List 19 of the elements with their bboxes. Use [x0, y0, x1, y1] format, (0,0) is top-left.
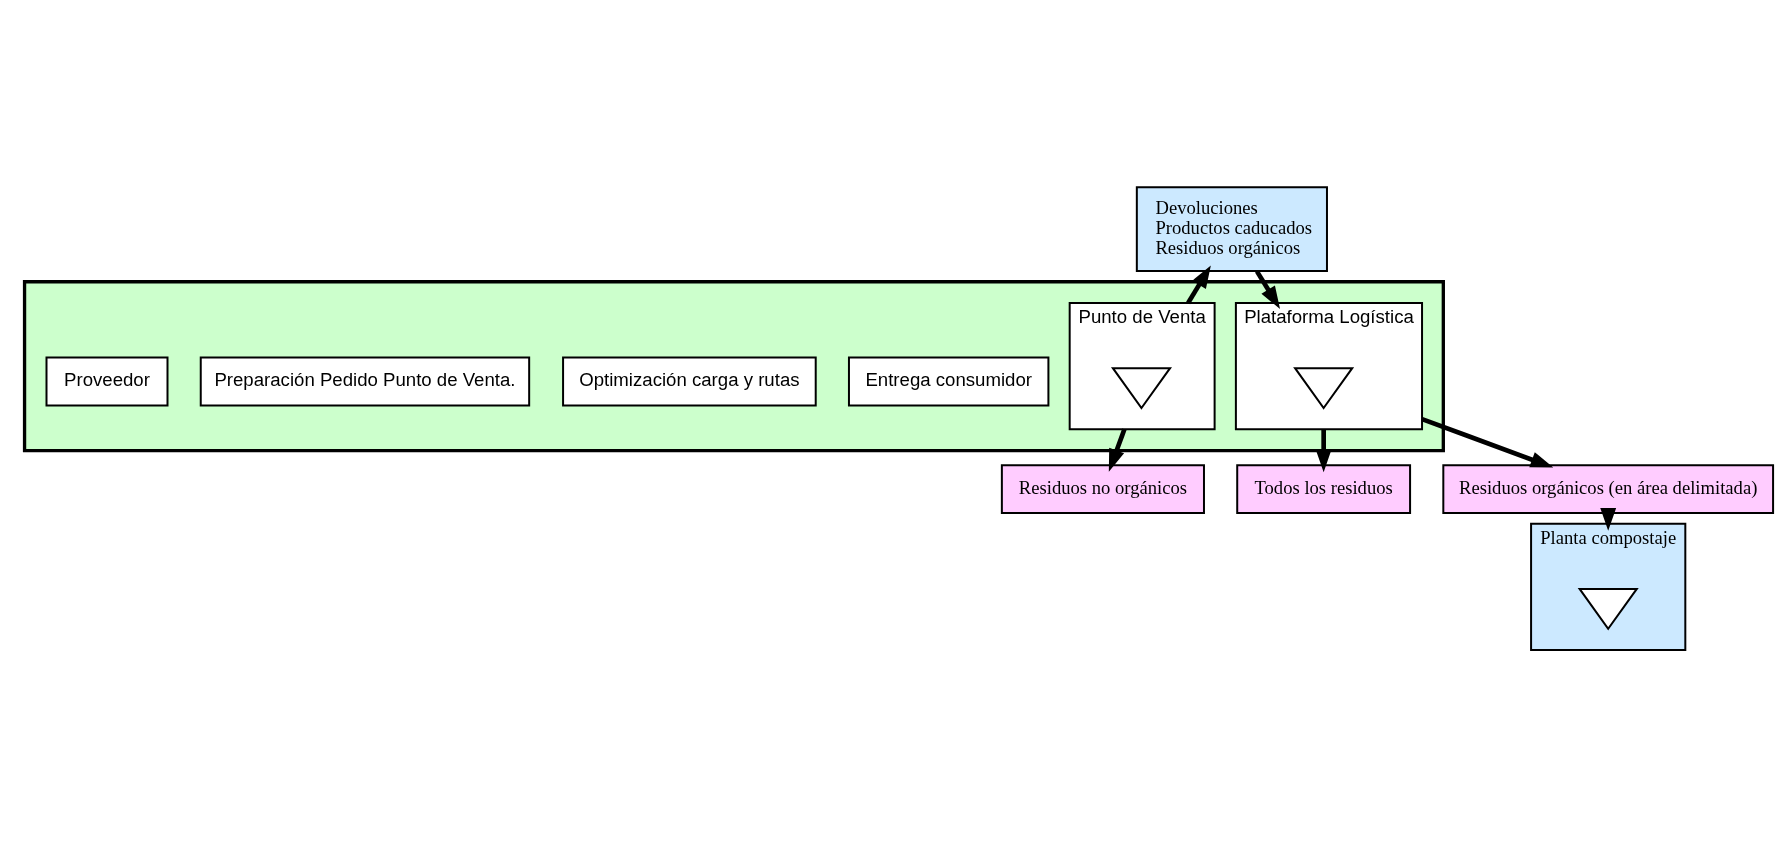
- node-triangle: [1293, 367, 1355, 410]
- arrow: [1315, 429, 1332, 473]
- cluster: Planta compostaje: [1530, 522, 1687, 652]
- cluster: Punto de Venta: [1068, 302, 1216, 431]
- node-triangle: [1577, 587, 1639, 631]
- node-box: Preparación Pedido Punto de Venta.: [199, 356, 531, 407]
- node-box: Todos los residuos: [1236, 464, 1412, 515]
- node-box: Entrega consumidor: [847, 356, 1050, 407]
- arrow: [1108, 428, 1127, 472]
- arrow: [1421, 416, 1554, 468]
- node-box: Proveedor: [45, 356, 169, 407]
- node-box: Devoluciones Productos caducados Residuos orgánicos: [1135, 186, 1328, 273]
- cluster: Plataforma Logística: [1234, 302, 1424, 431]
- node-box: Optimización carga y rutas: [562, 356, 817, 407]
- arrow: [1186, 265, 1211, 305]
- node-box: Residuos no orgánicos: [1000, 464, 1205, 515]
- arrow: [1600, 508, 1617, 531]
- arrow: [1255, 270, 1281, 309]
- node-triangle: [1110, 367, 1172, 410]
